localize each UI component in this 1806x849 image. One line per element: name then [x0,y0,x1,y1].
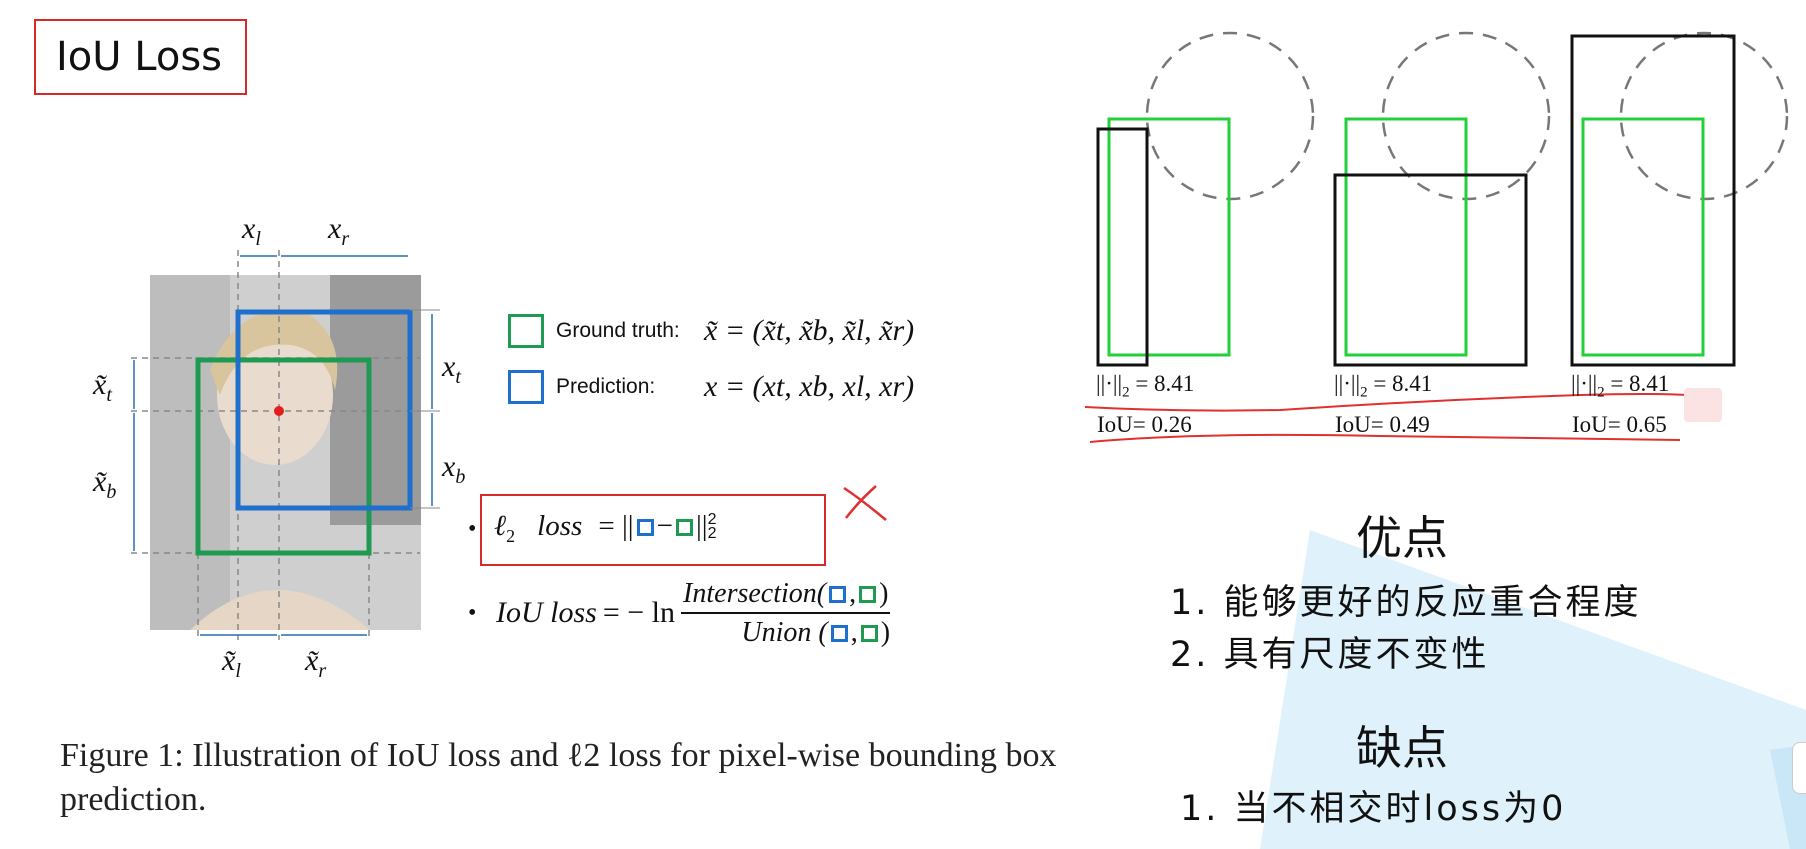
green-square-icon [675,519,693,536]
iou-comparison-diagram [1084,31,1789,443]
green-square-icon [859,586,877,603]
blue-square-icon [636,519,654,536]
label-xt-right: xt [442,350,461,388]
face-figure: xl xr xt xb x̃t x̃b x̃l x̃r [90,212,490,690]
green-square-icon [508,314,544,348]
case-1-iou: IoU= 0.26 [1097,412,1192,437]
slide-title: IoU Loss [34,19,247,95]
ground-truth-box [195,357,372,556]
cons-heading: 缺点 [1356,721,1448,775]
blue-square-icon [829,586,847,603]
pros-heading: 优点 [1356,511,1448,565]
label-xt-left: x̃t [93,368,112,406]
case-3-iou: IoU= 0.65 [1572,412,1667,437]
case-3-norm: ||·||2 = 8.41 [1571,371,1670,401]
l2-loss-bullet: • [468,516,477,542]
side-handle[interactable] [1792,742,1806,794]
pros-item-2: 2. 具有尺度不变性 [1170,635,1490,675]
case-2-norm: ||·||2 = 8.41 [1334,371,1433,401]
blue-square-icon [508,370,544,404]
label-xr-bottom: x̃r [305,644,327,682]
legend-prediction: Prediction: x = (xt, xb, xl, xr) [508,368,914,406]
cons-item-1: 1. 当不相交时loss为0 [1180,789,1567,829]
label-xb-right: xb [442,450,466,488]
prediction-box [235,309,413,511]
l2-loss-box [480,494,826,566]
figure-caption: Figure 1: Illustration of IoU loss and ℓ… [60,737,1057,818]
label-xl-top: xl [242,212,261,250]
legend-ground-truth: Ground truth: x̃ = (x̃t, x̃b, x̃l, x̃r) [508,312,914,350]
iou-loss-formula: IoU loss = − ln Intersection(,) Union (,… [496,578,891,648]
label-xb-left: x̃b [93,465,117,503]
case-1-norm: ||·||2 = 8.41 [1096,371,1195,401]
label-xl-bottom: x̃l [222,644,241,682]
iou-loss-bullet: • [468,600,477,626]
green-square-icon [860,625,878,642]
case-2-iou: IoU= 0.49 [1335,412,1430,437]
label-xr-top: xr [328,212,350,250]
blue-square-icon [830,625,848,642]
pros-item-1: 1. 能够更好的反应重合程度 [1170,583,1642,623]
face-diagram [131,250,440,640]
cross-mark-icon [843,485,887,521]
